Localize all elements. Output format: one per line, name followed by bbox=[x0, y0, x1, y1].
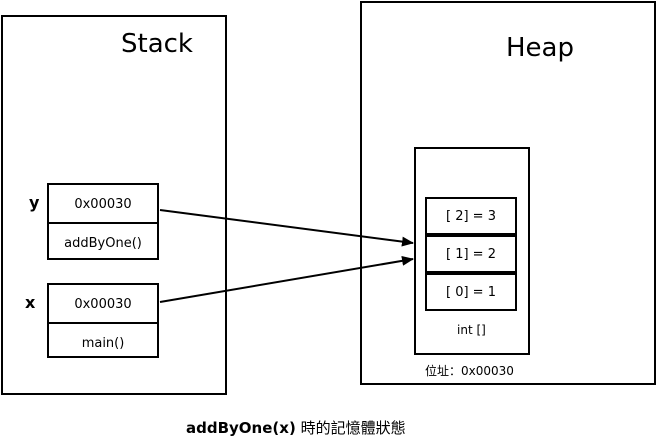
stack-var-y: y bbox=[29, 193, 40, 212]
heap-array-slot-2: [ 2] = 3 bbox=[425, 197, 517, 235]
stack-frame-main: 0x00030 main() bbox=[47, 283, 159, 358]
stack-var-x: x bbox=[25, 293, 36, 312]
caption-code: addByOne(x) bbox=[186, 419, 296, 437]
stack-frame-value: 0x00030 bbox=[74, 196, 132, 212]
stack-frame-value: 0x00030 bbox=[74, 296, 132, 312]
heap-array-slot-0: [ 0] = 1 bbox=[425, 273, 517, 311]
arrow-x-to-array bbox=[159, 255, 414, 303]
arrow-y-to-array bbox=[159, 209, 414, 247]
heap-array-slot-1: [ 1] = 2 bbox=[425, 235, 517, 273]
heap-title: Heap bbox=[506, 33, 574, 63]
diagram-caption: addByOne(x) 時的記憶體狀態 bbox=[186, 417, 406, 438]
stack-title: Stack bbox=[121, 29, 193, 59]
caption-text: 時的記憶體狀態 bbox=[300, 419, 406, 437]
heap-array-type: int [] bbox=[457, 323, 486, 337]
stack-frame-method: main() bbox=[49, 322, 157, 362]
stack-frame-method: addByOne() bbox=[49, 222, 157, 262]
heap-address-label: 位址：0x00030 bbox=[425, 364, 514, 378]
stack-frame-addbyone: 0x00030 addByOne() bbox=[47, 183, 159, 260]
